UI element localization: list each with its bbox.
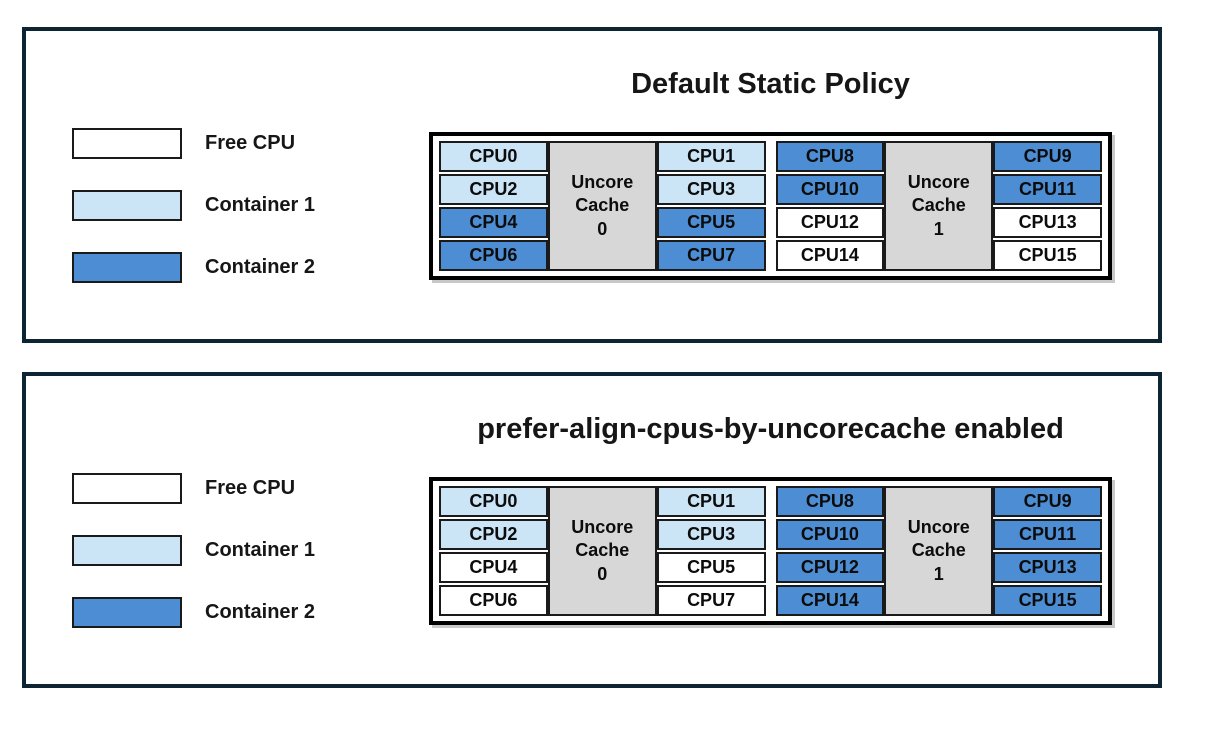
cpu-cell: CPU2: [439, 519, 548, 550]
cpu-cell: CPU9: [993, 141, 1102, 172]
cpu-cell: CPU3: [656, 174, 766, 205]
legend-label: Free CPU: [205, 132, 296, 154]
cpu-cell: CPU14: [775, 585, 885, 616]
uncore-cache-block: Uncore Cache 1: [884, 486, 994, 616]
cpu-cell: CPU1: [656, 141, 766, 172]
legend-label: Free CPU: [205, 477, 296, 499]
cpu-cell: CPU11: [993, 519, 1102, 550]
cpu-cell: CPU3: [656, 519, 766, 550]
cpu-cell: CPU8: [775, 141, 885, 172]
legend-label: Container 1: [205, 539, 316, 561]
legend: Free CPU Container 1 Container 2: [72, 473, 315, 628]
cpu-cell: CPU7: [656, 240, 766, 271]
container-1-swatch: [72, 190, 182, 221]
uncore-cache-block: Uncore Cache 0: [547, 141, 657, 271]
cpu-cell: CPU0: [439, 141, 548, 172]
free-cpu-swatch: [72, 473, 182, 504]
cpu-cell: CPU8: [775, 486, 885, 517]
legend-item-container-2: Container 2: [72, 597, 315, 628]
cpu-cell: CPU10: [775, 519, 885, 550]
panel-default-static-policy: Default Static Policy Free CPU Container…: [22, 27, 1162, 343]
cpu-cell: CPU7: [656, 585, 766, 616]
legend-item-free-cpu: Free CPU: [72, 128, 315, 159]
legend-item-free-cpu: Free CPU: [72, 473, 315, 504]
cpu-cell: CPU15: [993, 585, 1102, 616]
legend: Free CPU Container 1 Container 2: [72, 128, 315, 283]
container-2-swatch: [72, 252, 182, 283]
free-cpu-swatch: [72, 128, 182, 159]
uncore-cache-block: Uncore Cache 1: [884, 141, 994, 271]
cpu-cell: CPU5: [656, 207, 766, 238]
cpu-cell: CPU13: [993, 552, 1102, 583]
cpu-cell: CPU6: [439, 240, 548, 271]
cpu-cell: CPU9: [993, 486, 1102, 517]
legend-item-container-1: Container 1: [72, 190, 315, 221]
legend-item-container-2: Container 2: [72, 252, 315, 283]
cpu-cell: CPU11: [993, 174, 1102, 205]
cpu-cell: CPU15: [993, 240, 1102, 271]
cpu-cell: CPU0: [439, 486, 548, 517]
panel-prefer-align-uncorecache: prefer-align-cpus-by-uncorecache enabled…: [22, 372, 1162, 688]
legend-label: Container 2: [205, 256, 316, 278]
panel-title: Default Static Policy: [631, 68, 910, 100]
cpu-cell: CPU13: [993, 207, 1102, 238]
legend-label: Container 2: [205, 601, 316, 623]
cpu-cell: CPU5: [656, 552, 766, 583]
cpu-cell: CPU10: [775, 174, 885, 205]
legend-item-container-1: Container 1: [72, 535, 315, 566]
container-1-swatch: [72, 535, 182, 566]
container-2-swatch: [72, 597, 182, 628]
cpu-cell: CPU4: [439, 552, 548, 583]
cpu-cell: CPU6: [439, 585, 548, 616]
cpu-cell: CPU1: [656, 486, 766, 517]
cpu-cell: CPU12: [775, 552, 885, 583]
cpu-cell: CPU2: [439, 174, 548, 205]
cpu-cell: CPU12: [775, 207, 885, 238]
cpu-cell: CPU4: [439, 207, 548, 238]
uncore-cache-block: Uncore Cache 0: [547, 486, 657, 616]
panel-title: prefer-align-cpus-by-uncorecache enabled: [477, 413, 1064, 445]
legend-label: Container 1: [205, 194, 316, 216]
cpu-cell: CPU14: [775, 240, 885, 271]
